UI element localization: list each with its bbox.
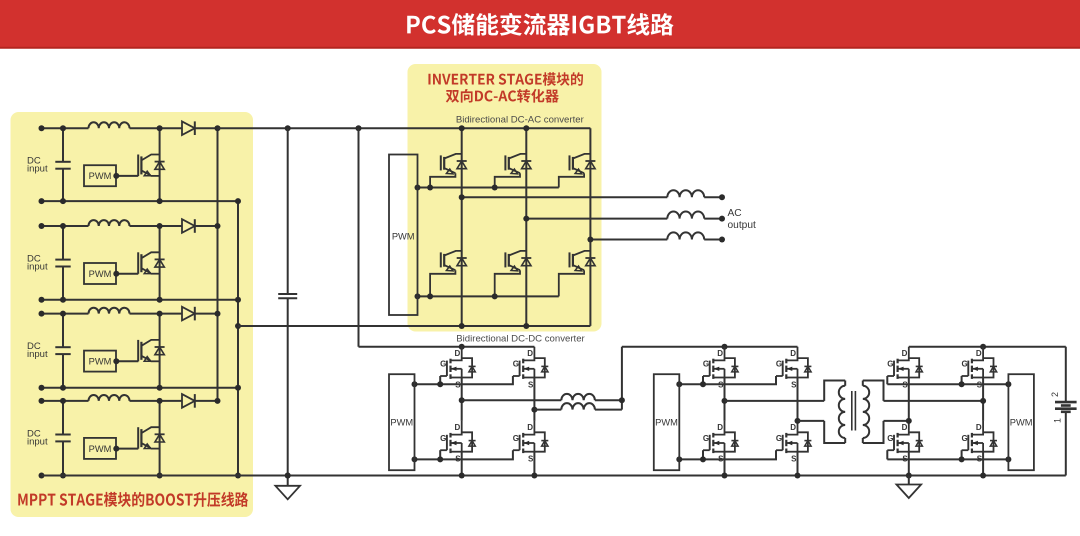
svg-text:G: G xyxy=(513,434,519,443)
svg-text:S: S xyxy=(791,380,797,389)
svg-text:D: D xyxy=(976,423,982,432)
svg-text:D: D xyxy=(455,349,461,358)
svg-text:G: G xyxy=(962,434,968,443)
svg-text:G: G xyxy=(513,360,519,369)
svg-text:S: S xyxy=(791,455,797,464)
svg-text:D: D xyxy=(717,423,723,432)
svg-text:D: D xyxy=(790,423,796,432)
svg-text:output: output xyxy=(728,220,756,231)
svg-text:PWM: PWM xyxy=(392,232,415,242)
svg-text:Bidirectional DC-AC converter: Bidirectional DC-AC converter xyxy=(456,115,585,126)
svg-text:D: D xyxy=(527,349,533,358)
svg-text:AC: AC xyxy=(728,208,742,219)
svg-text:1: 1 xyxy=(1053,418,1063,423)
svg-text:PWM: PWM xyxy=(89,357,112,367)
svg-text:G: G xyxy=(887,434,893,443)
svg-text:DC: DC xyxy=(27,341,41,352)
svg-text:DC: DC xyxy=(27,156,41,167)
svg-text:PWM: PWM xyxy=(89,269,112,279)
svg-text:D: D xyxy=(527,423,533,432)
svg-text:PWM: PWM xyxy=(89,171,112,181)
svg-text:G: G xyxy=(887,360,893,369)
svg-text:PWM: PWM xyxy=(390,418,413,428)
svg-text:G: G xyxy=(440,434,446,443)
svg-text:input: input xyxy=(27,436,48,447)
svg-text:PWM: PWM xyxy=(1010,418,1033,428)
svg-text:G: G xyxy=(440,360,446,369)
svg-text:G: G xyxy=(703,434,709,443)
svg-text:2: 2 xyxy=(1050,392,1060,397)
svg-text:S: S xyxy=(528,455,534,464)
svg-text:G: G xyxy=(776,434,782,443)
svg-text:PWM: PWM xyxy=(655,418,678,428)
svg-text:input: input xyxy=(27,349,48,360)
svg-text:G: G xyxy=(776,360,782,369)
svg-text:G: G xyxy=(962,360,968,369)
svg-text:input: input xyxy=(27,164,48,175)
svg-text:D: D xyxy=(717,349,723,358)
svg-text:input: input xyxy=(27,262,48,273)
svg-text:D: D xyxy=(790,349,796,358)
svg-text:D: D xyxy=(902,423,908,432)
svg-text:S: S xyxy=(528,380,534,389)
svg-text:Bidirectional DC-DC converter: Bidirectional DC-DC converter xyxy=(456,334,585,345)
svg-text:D: D xyxy=(455,423,461,432)
svg-text:DC: DC xyxy=(27,254,41,265)
svg-text:G: G xyxy=(703,360,709,369)
svg-text:DC: DC xyxy=(27,428,41,439)
svg-text:D: D xyxy=(976,349,982,358)
svg-text:D: D xyxy=(902,349,908,358)
svg-text:PWM: PWM xyxy=(89,444,112,454)
